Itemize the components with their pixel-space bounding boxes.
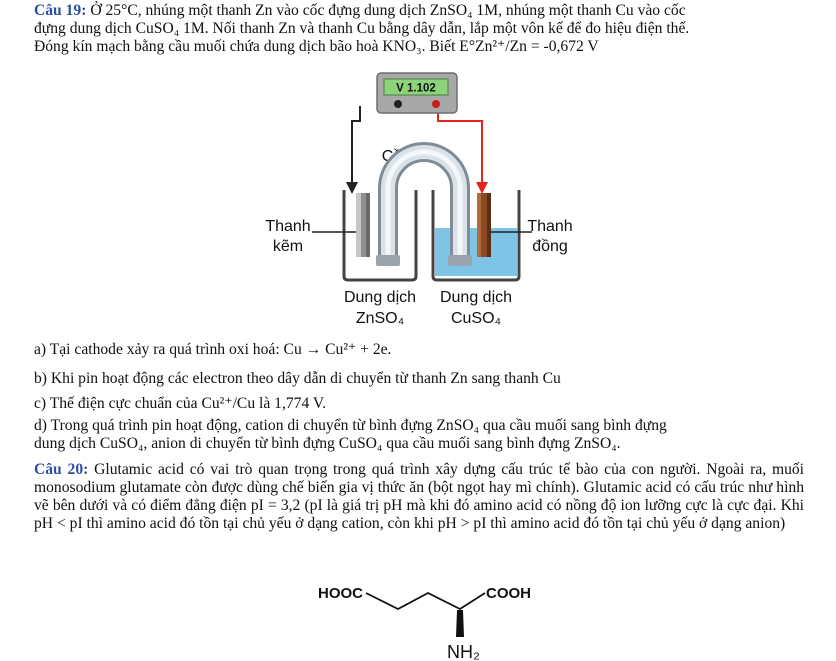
q19-option-c: c) Thế điện cực chuẩn của Cu²⁺/Cu là 1,7… [34, 395, 327, 412]
zinc-beaker [342, 190, 418, 282]
q19-option-a: a) Tại cathode xảy ra quá trình oxi hoá:… [34, 341, 392, 358]
q20-text: Glutamic acid có vai trò quan trọng tron… [34, 461, 805, 532]
nh2-group-label: NH₂ [447, 642, 480, 661]
glutamic-acid-structure: HOOC COOH NH₂ [318, 585, 531, 661]
left-wire [351, 106, 361, 188]
voltmeter-reading: V 1.102 [396, 83, 436, 95]
carbon-chain [365, 591, 486, 611]
left-wire-arrow [346, 182, 358, 194]
q20-label: Câu 20: [34, 461, 89, 478]
copper-rod-label-1: Thanh [527, 218, 572, 235]
zinc-rod-label-1: Thanh [265, 218, 310, 235]
q19-option-d-line-2: dung dịch CuSO₄, anion di chuyển từ bình… [34, 435, 621, 452]
q19-label: Câu 19: [34, 2, 87, 19]
zinc-solution-label-2: ZnSO₄ [356, 310, 404, 327]
zinc-rod-label-2: kẽm [273, 238, 303, 255]
hooc-group-label: HOOC [318, 585, 363, 602]
q20-paragraph: Câu 20: Glutamic acid có vai trò quan tr… [34, 461, 804, 533]
zinc-solution-label-1: Dung dịch [344, 289, 416, 306]
copper-beaker [431, 190, 521, 282]
q19-line-1-text: Ở 25°C, nhúng một thanh Zn vào cốc đựng … [90, 2, 686, 19]
q19-line-2: đựng dung dịch CuSO₄ 1M. Nối thanh Zn và… [34, 20, 690, 37]
q19-line-1: Câu 19: Ở 25°C, nhúng một thanh Zn vào c… [34, 2, 804, 20]
copper-solution-label-1: Dung dịch [440, 289, 512, 306]
copper-rod-label-2: đồng [532, 238, 568, 255]
right-wire-arrow [476, 182, 488, 194]
zinc-rod [356, 193, 370, 257]
galvanic-cell-figure: V 1.102 Cầu muối Thanh kẽm Thanh đồng Du… [265, 72, 573, 327]
amine-wedge-bond [456, 610, 464, 637]
q19-option-b: b) Khi pin hoạt động các electron theo d… [34, 370, 561, 387]
voltmeter: V 1.102 [376, 72, 458, 114]
cooh-group-label: COOH [486, 585, 531, 602]
copper-solution-label-2: CuSO₄ [451, 310, 501, 327]
q19-option-d-line-1: d) Trong quá trình pin hoạt động, cation… [34, 417, 667, 434]
copper-rod [477, 193, 491, 257]
q19-line-3: Đóng kín mạch bằng cầu muối chứa dung dị… [34, 38, 599, 55]
copper-solution [435, 228, 517, 276]
